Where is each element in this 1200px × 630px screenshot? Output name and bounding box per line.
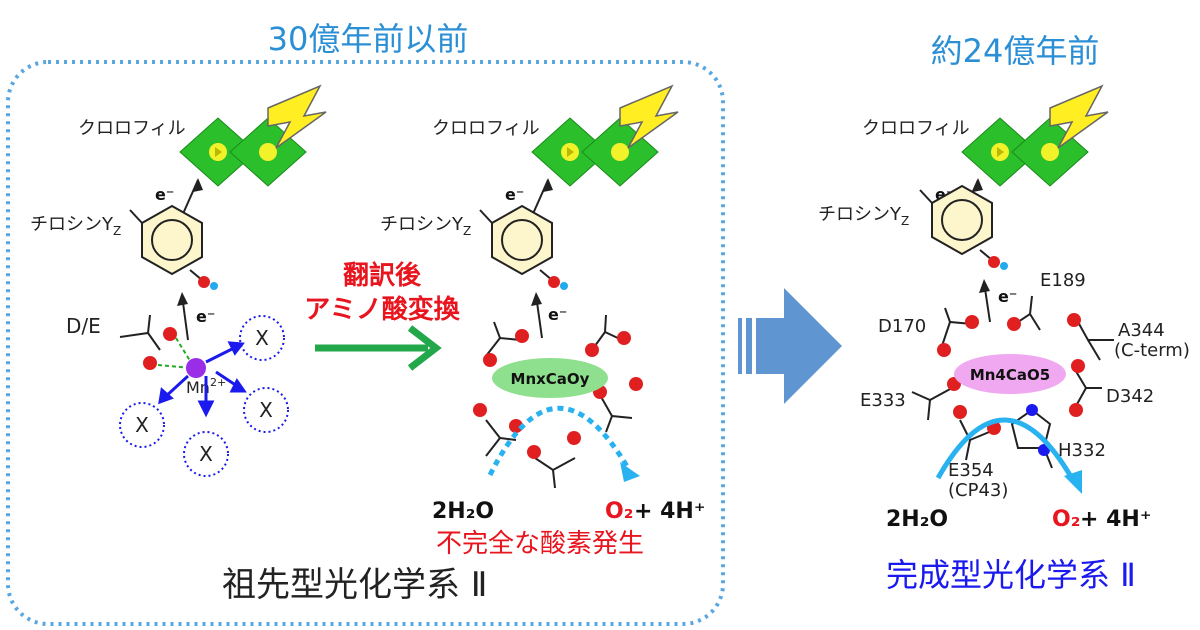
cluster-left-label: MnxCaOy: [511, 370, 590, 388]
incomplete-oxygen-label: 不完全な酸素発生: [436, 529, 644, 559]
solid-water-arrow: [935, 417, 1077, 484]
water-label-b: 2H₂O: [886, 507, 948, 532]
cluster-right-ellipse: [954, 354, 1066, 394]
ancestral-residues: [485, 314, 633, 489]
mn-ion-label: Mn2+: [186, 376, 226, 397]
x-site-label: X: [259, 398, 273, 422]
x-site-label: X: [255, 326, 269, 350]
residue-d342: D342: [1106, 386, 1154, 407]
left-header-title: 30億年前以前: [268, 20, 469, 58]
complete-title: 完成型光化学系 Ⅱ: [886, 556, 1136, 594]
chlorophyll-label-c: クロロフィル: [862, 118, 970, 139]
tyrosine-ring-a: [129, 205, 219, 291]
ancestral-panel-border: [6, 60, 725, 626]
residue-e354: E354: [948, 460, 994, 481]
oxygen-label-b: O₂: [1052, 507, 1080, 532]
tyrosine-label-c: チロシンYZ: [818, 204, 909, 228]
residue-a344: A344: [1118, 320, 1165, 341]
electron-label-a2: e⁻: [196, 307, 215, 326]
electron-label-b2: e⁻: [548, 305, 567, 324]
residue-d170: D170: [878, 316, 926, 337]
cluster-right-label: Mn4CaO5: [970, 366, 1050, 384]
big-transition-arrow: [738, 288, 842, 404]
dotted-water-arrow: [487, 405, 631, 477]
translation-label-line2: アミノ酸変換: [304, 294, 460, 325]
tyrosine-ring-c: [919, 185, 1009, 271]
residue-e189: E189: [1040, 270, 1086, 291]
chlorophyll-group-c: [961, 85, 1109, 187]
tyrosine-label-a: チロシンYZ: [30, 214, 121, 238]
water-label-a: 2H₂O: [432, 499, 494, 524]
cluster-left-ellipse: [492, 358, 608, 398]
proton-label-a: + 4H⁺: [634, 499, 705, 524]
electron-label-a1: e⁻: [155, 185, 174, 204]
tyrosine-label-b: チロシンYZ: [380, 214, 471, 238]
x-site-label: X: [199, 442, 213, 466]
residue-h332: H332: [1058, 440, 1106, 461]
ancestral-oxygen-atoms: [473, 329, 643, 459]
electron-label-b1: e⁻: [505, 185, 524, 204]
de-label: D/E: [66, 314, 101, 338]
x-site-label: X: [135, 413, 149, 437]
chlorophyll-group-a: [179, 85, 327, 187]
ancestral-title: 祖先型光化学系 Ⅱ: [222, 565, 488, 605]
translation-label-line1: 翻訳後: [343, 260, 422, 291]
green-arrow: [315, 325, 442, 371]
residue-e333: E333: [860, 390, 906, 411]
mn-ion: [186, 358, 206, 378]
right-header-title: 約24億年前: [931, 32, 1100, 70]
tyrosine-ring-b: [479, 205, 569, 291]
electron-label-c2: e⁻: [998, 287, 1017, 306]
residue-a344-sub: (C-term): [1114, 340, 1190, 361]
x-sites: X X X X: [119, 315, 289, 477]
oxygen-label-a: O₂: [605, 499, 633, 524]
chlorophyll-label-b: クロロフィル: [432, 118, 540, 139]
residue-e354-sub: (CP43): [948, 480, 1008, 501]
proton-label-b: + 4H⁺: [1080, 507, 1151, 532]
chlorophyll-group-b: [531, 85, 679, 187]
chlorophyll-label-a: クロロフィル: [78, 118, 186, 139]
